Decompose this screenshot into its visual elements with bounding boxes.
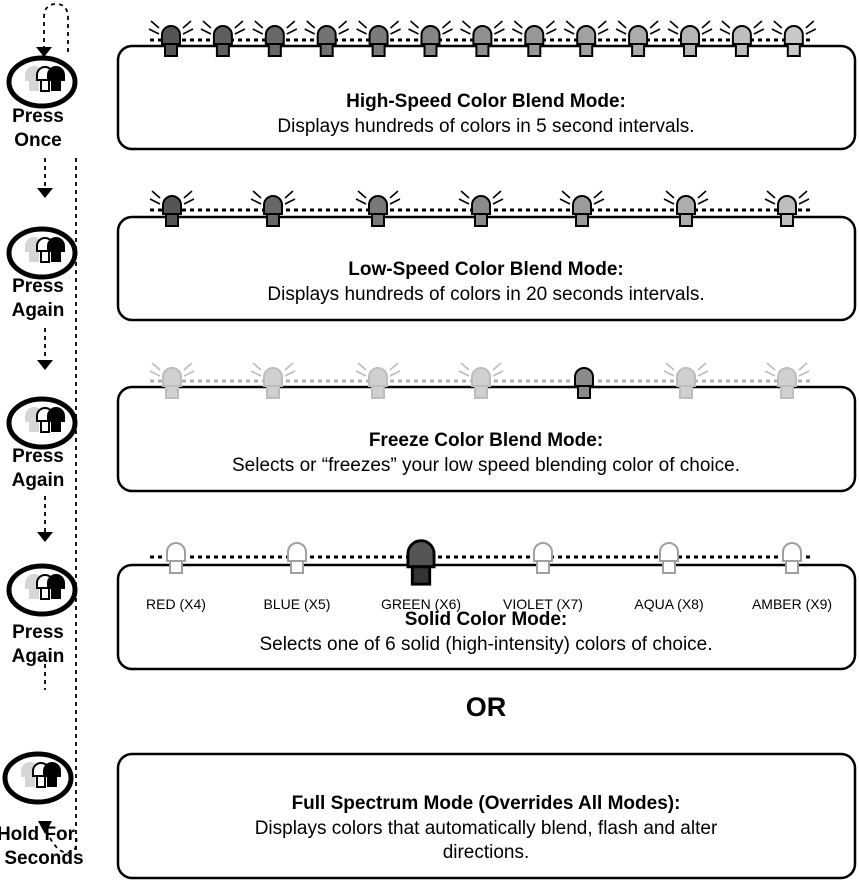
- light-bulb-button-icon: [6, 563, 78, 617]
- color-label-amber: AMBER (X9): [752, 596, 832, 612]
- light-bulb-icon: [149, 190, 195, 227]
- light-bulb-icon: [356, 20, 401, 57]
- arrow-head-1-icon: [37, 188, 53, 198]
- mode-title-low-speed: Low-Speed Color Blend Mode:: [348, 259, 624, 280]
- light-bulb-icon: [771, 20, 817, 57]
- mode-box-full-spectrum: Full Spectrum Mode (Overrides All Modes)…: [116, 752, 857, 880]
- light-bulb-icon: [460, 20, 505, 57]
- color-label-green: GREEN (X6): [381, 596, 461, 612]
- light-bulb-icon: [574, 367, 594, 399]
- light-bulb-icon: [250, 362, 296, 399]
- light-bulb-icon: [250, 190, 296, 227]
- cycle-arrows: [43, 3, 78, 854]
- step-label-2: Press Again: [12, 276, 65, 321]
- light-bulb-icon: [458, 362, 504, 399]
- light-bulb-button-icon: [6, 55, 78, 109]
- arrow-heads: [36, 47, 53, 834]
- light-bulb-icon: [511, 20, 557, 57]
- bulb-string-high-speed: [148, 20, 817, 57]
- arrow-head-top-icon: [36, 47, 52, 57]
- step-label-4-line1: Press: [12, 622, 64, 643]
- step-label-2-line1: Press: [12, 276, 64, 297]
- mode-title-full-spectrum: Full Spectrum Mode (Overrides All Modes)…: [292, 793, 681, 814]
- color-label-red: RED (X4): [146, 596, 206, 612]
- mode-description-freeze: Selects or “freezes” your low speed blen…: [232, 455, 740, 476]
- mode-title-freeze: Freeze Color Blend Mode:: [369, 430, 603, 451]
- step-label-5: Hold For 3 Seconds: [0, 824, 84, 869]
- light-bulb-button-icon: [6, 226, 78, 280]
- step-label-3-line2: Again: [12, 470, 65, 491]
- step-label-4: Press Again: [12, 622, 65, 667]
- light-bulb-button-icon: [6, 396, 78, 450]
- bulb-strings: [148, 20, 817, 586]
- light-bulb-icon: [200, 20, 246, 57]
- mode-description-solid: Selects one of 6 solid (high-intensity) …: [259, 634, 712, 655]
- bulb-string-low-speed: [149, 190, 810, 227]
- arrow-head-4-icon: [38, 821, 52, 834]
- mode-description-high-speed: Displays hundreds of colors in 5 second …: [277, 116, 694, 137]
- light-bulb-icon: [659, 542, 679, 574]
- solid-color-labels: RED (X4) BLUE (X5) GREEN (X6) VIOLET (X7…: [146, 596, 832, 612]
- step-label-4-line2: Again: [12, 646, 65, 667]
- light-bulb-icon: [458, 190, 504, 227]
- mode-title-solid: Solid Color Mode:: [405, 609, 568, 630]
- color-label-violet: VIOLET (X7): [503, 596, 583, 612]
- step-label-1-line2: Once: [14, 130, 62, 151]
- light-bulb-icon: [287, 542, 307, 574]
- mode-box-freeze: Freeze Color Blend Mode: Selects or “fre…: [116, 385, 857, 493]
- mode-title-high-speed: High-Speed Color Blend Mode:: [346, 91, 626, 112]
- step-label-1: Press Once: [12, 106, 64, 151]
- arrow-head-3-icon: [37, 532, 53, 542]
- light-bulb-icon: [764, 190, 810, 227]
- mode-box-high-speed: High-Speed Color Blend Mode: Displays hu…: [116, 44, 857, 151]
- light-bulb-icon: [782, 542, 802, 574]
- color-label-aqua: AQUA (X8): [634, 596, 703, 612]
- light-bulb-icon: [304, 20, 350, 57]
- light-bulb-icon: [148, 20, 194, 57]
- light-bulb-icon: [252, 20, 298, 57]
- light-bulb-icon: [663, 190, 709, 227]
- mode-description-full-spectrum-line2: directions.: [443, 842, 530, 863]
- light-bulb-icon: [355, 190, 401, 227]
- mode-description-low-speed: Displays hundreds of colors in 20 second…: [267, 284, 704, 305]
- loop-arrow-top: [43, 3, 69, 52]
- light-bulb-icon: [559, 190, 605, 227]
- light-bulb-icon: [563, 20, 609, 57]
- mode-buttons: [2, 55, 78, 805]
- light-bulb-icon: [149, 362, 195, 399]
- step-label-5-line2: 3 Seconds: [0, 848, 84, 869]
- light-bulb-icon: [533, 542, 553, 574]
- light-bulb-icon: [764, 362, 810, 399]
- mode-box-solid: Solid Color Mode: Selects one of 6 solid…: [116, 563, 857, 671]
- light-bulb-icon: [667, 20, 713, 57]
- bulb-string-solid: [150, 539, 810, 586]
- step-label-3: Press Again: [12, 446, 65, 491]
- light-bulb-icon: [166, 542, 186, 574]
- light-bulb-icon: [408, 20, 453, 57]
- light-bulb-button-icon: [2, 751, 74, 805]
- mode-box-low-speed: Low-Speed Color Blend Mode: Displays hun…: [116, 215, 857, 322]
- color-label-blue: BLUE (X5): [264, 596, 331, 612]
- arrow-head-2-icon: [37, 360, 53, 370]
- light-bulb-icon: [355, 362, 401, 399]
- light-bulb-icon: [663, 362, 709, 399]
- light-bulb-icon: [615, 20, 661, 57]
- step-label-1-line1: Press: [12, 106, 64, 127]
- light-bulb-icon: [719, 20, 765, 57]
- light-bulb-icon: [406, 539, 436, 586]
- or-separator: OR: [466, 692, 507, 722]
- bulb-string-freeze: [149, 362, 810, 399]
- step-label-3-line1: Press: [12, 446, 64, 467]
- mode-description-full-spectrum-line1: Displays colors that automatically blend…: [255, 818, 718, 839]
- step-label-2-line2: Again: [12, 300, 65, 321]
- loop-arrow-bottom: [49, 835, 78, 854]
- step-label-5-line1: Hold For: [0, 824, 76, 845]
